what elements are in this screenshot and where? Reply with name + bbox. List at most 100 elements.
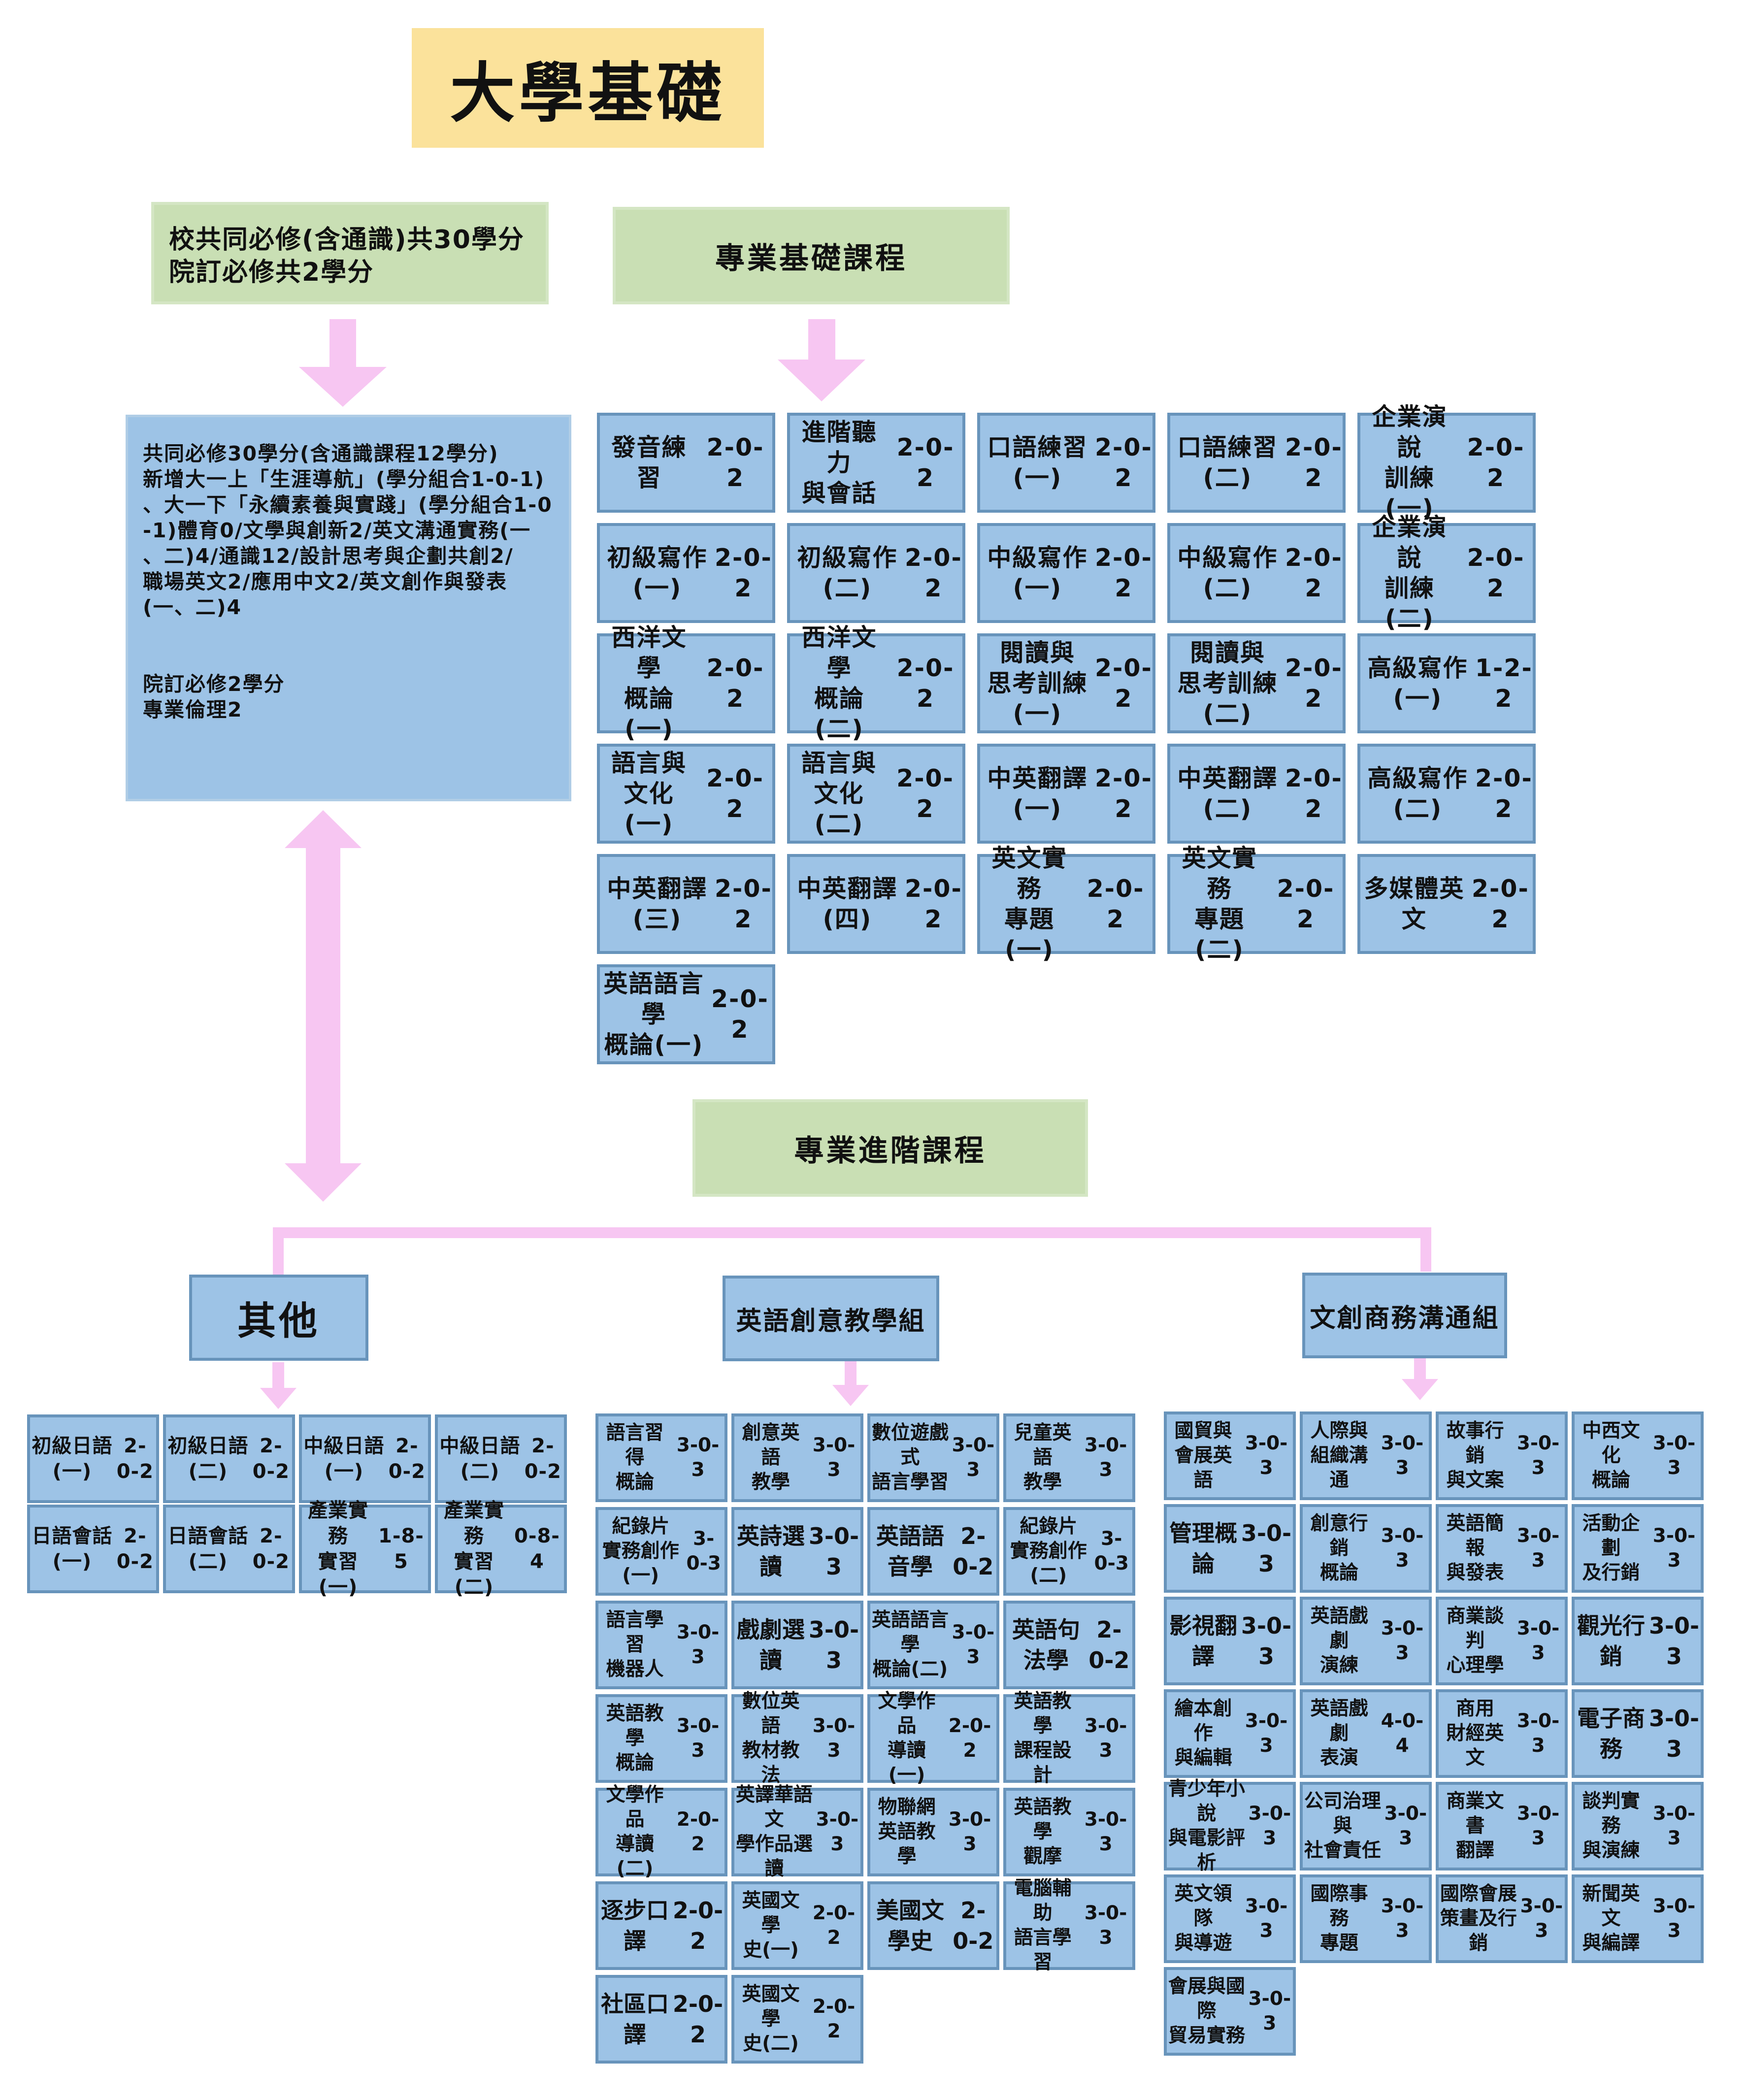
course-credits: 3-0-3	[1381, 1432, 1424, 1479]
course-box: 故事行銷 與文案 3-0-3	[1436, 1411, 1568, 1500]
connector-bar	[273, 1227, 1431, 1238]
course-credits: 2-0-2	[676, 1808, 720, 1855]
course-name: 中西文化 概論	[1582, 1420, 1640, 1491]
course-credits: 1-8-5	[378, 1525, 424, 1573]
course-credits: 2-0-2	[812, 1902, 856, 1949]
course-box: 物聯網 英語教學 3-0-3	[867, 1788, 999, 1876]
course-credits: 2-0-2	[706, 654, 764, 713]
course-name: 西洋文學 概論(一)	[611, 623, 687, 743]
course-credits: 3-0-3	[676, 1715, 720, 1762]
course-name: 日語會話(二)	[167, 1525, 249, 1573]
course-name: 英語語音學	[876, 1523, 944, 1580]
course-name: 中級寫作(二)	[1177, 543, 1278, 602]
course-name: 紀錄片 實務創作(二)	[1010, 1515, 1087, 1587]
course-box: 英語教學 概論 3-0-3	[595, 1694, 727, 1783]
course-credits: 2-0-2	[116, 1435, 154, 1483]
course-name: 青少年小說 與電影評析	[1168, 1778, 1245, 1874]
course-credits: 3-0-3	[1084, 1902, 1127, 1949]
connector-left	[273, 1227, 284, 1278]
group-other-label: 其他	[189, 1275, 368, 1361]
course-name: 數位遊戲式 語言學習	[871, 1422, 949, 1493]
course-credits: 2-0-2	[1285, 543, 1343, 602]
course-box: 管理概論 3-0-3	[1164, 1504, 1296, 1593]
course-credits: 2-0-2	[711, 984, 769, 1044]
course-box: 紀錄片 實務創作(一) 3-0-3	[595, 1507, 727, 1596]
course-box: 國際事務 專題 3-0-3	[1300, 1874, 1432, 1963]
course-name: 商用 財經英文	[1446, 1698, 1504, 1769]
course-name: 中英翻譯(三)	[607, 874, 708, 933]
course-box: 初級寫作(一) 2-0-2	[597, 523, 775, 623]
course-credits: 0-8-4	[514, 1525, 560, 1573]
course-box: 英語教學 課程設計 3-0-3	[1003, 1690, 1135, 1786]
course-box: 語言學習 機器人 3-0-3	[595, 1601, 727, 1689]
course-box: 公司治理與 社會責任 3-0-3	[1300, 1782, 1432, 1870]
course-credits: 1-2-2	[1475, 654, 1533, 713]
group-business-label: 文創商務溝通組	[1302, 1273, 1507, 1358]
course-box: 商業談判 心理學 3-0-3	[1436, 1597, 1568, 1685]
course-name: 英詩選讀	[737, 1523, 805, 1580]
course-box: 英文領隊 與導遊 3-0-3	[1164, 1874, 1296, 1963]
course-box: 高級寫作(二) 2-0-2	[1357, 744, 1536, 844]
requirements-note: 共同必修30學分(含通識課程12學分) 新增大一上「生涯導航」(學分組合1-0-…	[126, 415, 571, 801]
course-box: 創意英語 教學 3-0-3	[731, 1413, 863, 1502]
course-credits: 2-0-2	[252, 1525, 290, 1573]
course-name: 逐步口譯	[601, 1897, 669, 1954]
course-credits: 2-0-2	[672, 1897, 724, 1954]
course-credits: 3-0-3	[1248, 1803, 1291, 1849]
course-name: 公司治理與 社會責任	[1304, 1790, 1381, 1862]
course-box: 活動企劃 及行銷 3-0-3	[1572, 1504, 1704, 1593]
course-credits: 3-0-3	[1516, 1432, 1560, 1479]
course-box: 發音練習 2-0-2	[597, 413, 775, 513]
course-credits: 2-0-2	[1094, 543, 1153, 602]
arrow-teaching	[832, 1359, 869, 1406]
course-credits: 2-0-2	[904, 543, 962, 602]
course-credits: 2-0-2	[1285, 433, 1343, 492]
course-box: 創意行銷 概論 3-0-3	[1300, 1504, 1432, 1593]
course-box: 英語簡報 與發表 3-0-3	[1436, 1504, 1568, 1593]
course-credits: 2-0-2	[1467, 433, 1525, 492]
course-credits: 2-0-2	[953, 1523, 994, 1580]
course-credits: 2-0-2	[116, 1525, 154, 1573]
course-box: 日語會話(二) 2-0-2	[163, 1505, 295, 1593]
course-credits: 3-0-3	[1381, 1617, 1424, 1664]
course-box: 英語教學 觀摩 3-0-3	[1003, 1788, 1135, 1876]
course-box: 中級日語(一) 2-0-2	[299, 1414, 431, 1503]
course-credits: 3-0-3	[1381, 1895, 1424, 1942]
course-credits: 2-0-2	[1471, 874, 1529, 933]
course-credits: 3-0-3	[1520, 1895, 1563, 1942]
header-advanced-courses: 專業進階課程	[692, 1099, 1088, 1197]
course-box: 語言與 文化(二) 2-0-2	[787, 744, 965, 844]
course-name: 中級寫作(一)	[987, 543, 1088, 602]
course-name: 高級寫作(一)	[1367, 654, 1468, 713]
course-credits: 3-0-3	[1241, 1612, 1292, 1670]
course-name: 英譯華語文 學作品選讀	[735, 1784, 813, 1880]
course-name: 語言與 文化(二)	[801, 749, 877, 838]
course-credits: 3-0-3	[808, 1523, 859, 1580]
course-name: 國際事務 專題	[1310, 1883, 1368, 1954]
course-credits: 3-0-3	[948, 1808, 991, 1855]
course-credits: 3-0-3	[812, 1434, 856, 1481]
course-credits: 4-0-4	[1381, 1710, 1424, 1757]
course-credits: 3-0-3	[1248, 1988, 1291, 2034]
course-box: 英國文學 史(二) 2-0-2	[731, 1975, 863, 2064]
course-box: 電子商務 3-0-3	[1572, 1689, 1704, 1778]
course-box: 英語戲劇 表演 4-0-4	[1300, 1689, 1432, 1778]
course-name: 初級日語(二)	[167, 1435, 249, 1483]
connector-right	[1420, 1227, 1431, 1272]
course-name: 閱讀與 思考訓練(二)	[1177, 638, 1278, 728]
course-box: 商業文書 翻譯 3-0-3	[1436, 1782, 1568, 1870]
course-name: 故事行銷 與文案	[1446, 1420, 1504, 1491]
course-name: 活動企劃 及行銷	[1582, 1512, 1640, 1584]
course-box: 中英翻譯(三) 2-0-2	[597, 854, 775, 954]
course-credits: 2-0-2	[812, 1996, 856, 2042]
course-box: 高級寫作(一) 1-2-2	[1357, 633, 1536, 733]
course-credits: 2-0-2	[706, 764, 764, 823]
course-box: 中級日語(二) 2-0-2	[435, 1414, 567, 1503]
course-credits: 3-0-3	[686, 1528, 721, 1575]
course-credits: 3-0-3	[1381, 1525, 1424, 1572]
course-box: 進階聽力 與會話 2-0-2	[787, 413, 965, 513]
course-name: 影視翻譯	[1169, 1612, 1238, 1670]
course-credits: 2-0-2	[1475, 764, 1533, 823]
course-name: 產業實務 實習(一)	[307, 1499, 368, 1599]
